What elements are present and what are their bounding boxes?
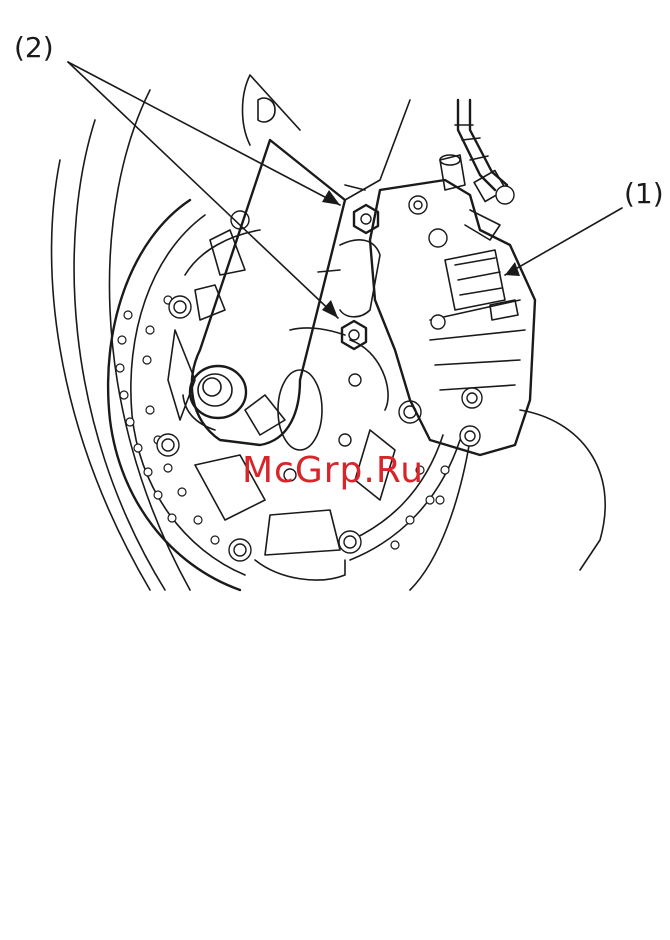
callout-bolts: (2) [14, 34, 54, 62]
arrowhead-upper-bolt [322, 190, 340, 205]
leader-line-upper-bolt [68, 62, 340, 205]
watermark-text: McGrp.Ru [242, 450, 424, 491]
brake-hose [455, 100, 514, 240]
leader-line-caliper [505, 208, 622, 275]
fork-leg [192, 75, 410, 445]
leader-lines [68, 62, 622, 318]
callout-caliper: (1) [624, 180, 664, 208]
arrowhead-lower-bolt [322, 300, 338, 318]
leader-line-lower-bolt [68, 62, 338, 318]
disc-carrier [168, 230, 395, 580]
